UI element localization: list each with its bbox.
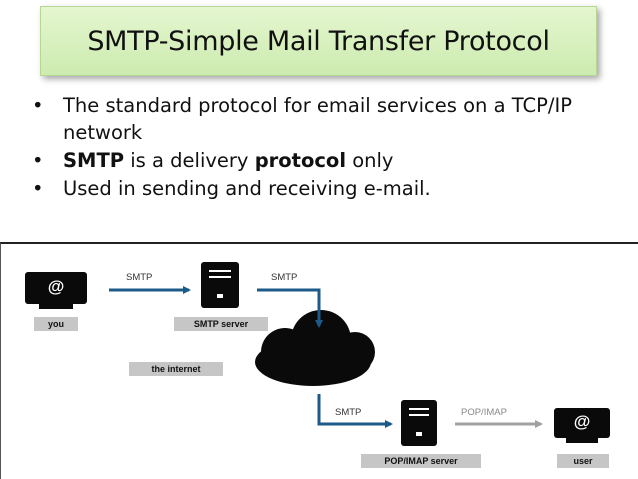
label-pop-imap-server: POP/IMAP server [361,454,481,468]
at-sign-you: @ [47,277,65,296]
bullet-text: The standard protocol for email services… [63,94,572,144]
bullet-dot: • [32,177,44,200]
bullet-bold-protocol: protocol [254,149,347,172]
arrow-smtp-to-internet [257,288,323,328]
cloud-icon-internet [255,310,375,386]
computer-icon-user [554,408,610,443]
server-icon-pop-imap [401,400,437,446]
label-you: you [34,317,78,331]
bullet-text: is a delivery [124,149,255,172]
label-smtp-server: SMTP server [174,317,268,331]
bullet-item: • The standard protocol for email servic… [30,92,630,146]
server-icon-smtp [201,262,239,308]
computer-icon-you [25,272,87,309]
at-sign-user: @ [573,412,591,431]
arrow-label-smtp-1: SMTP [126,272,153,283]
bullet-list: • The standard protocol for email servic… [30,92,630,203]
arrow-internet-to-pop [317,394,393,428]
diagram-graphics [25,262,610,446]
smtp-diagram: @ @ you SMTP server the internet POP/IMA… [0,242,638,479]
label-user: user [557,454,609,468]
arrow-label-smtp-3: SMTP [335,407,362,418]
bullet-dot: • [32,149,44,172]
title-box: SMTP-Simple Mail Transfer Protocol [40,6,597,76]
arrow-label-pop-imap: POP/IMAP [461,407,507,418]
arrow-label-smtp-2: SMTP [271,272,298,283]
label-internet: the internet [129,362,223,376]
bullet-dot: • [32,94,44,117]
slide-title: SMTP-Simple Mail Transfer Protocol [87,25,550,57]
bullet-item: • SMTP is a delivery protocol only [30,147,630,174]
bullet-item: • Used in sending and receiving e-mail. [30,175,630,202]
bullet-bold-smtp: SMTP [63,149,125,172]
bullet-text: only [346,149,394,172]
bullet-text: Used in sending and receiving e-mail. [63,177,431,200]
